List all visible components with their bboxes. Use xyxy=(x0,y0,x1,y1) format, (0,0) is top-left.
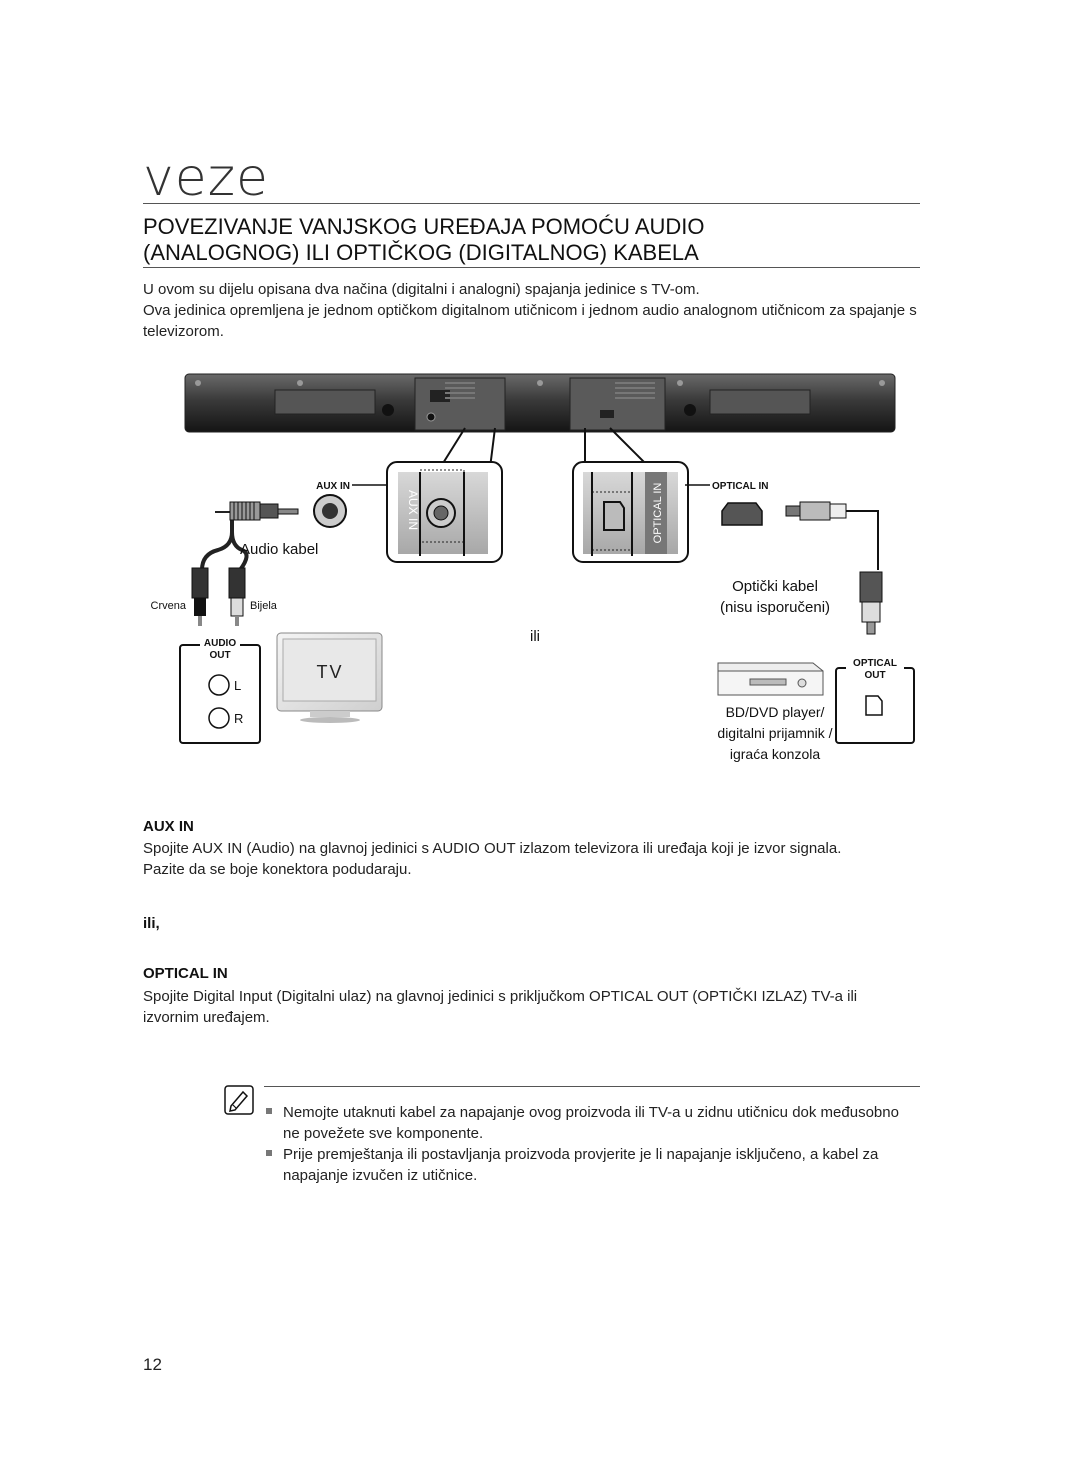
right-channel-label: R xyxy=(234,711,243,726)
optical-out-label-2: OUT xyxy=(864,670,885,681)
title-divider xyxy=(143,203,920,204)
device-label-3: igraća konzola xyxy=(730,746,820,762)
optical-cable-label-2: (nisu isporučeni) xyxy=(720,599,830,616)
note-text: Nemojte utaknuti kabel za napajanje ovog… xyxy=(283,1104,899,1142)
tv-illustration xyxy=(276,632,383,723)
white-label: Bijela xyxy=(250,600,278,612)
tv-label: TV xyxy=(316,662,343,682)
page-number: 12 xyxy=(143,1355,162,1374)
intro-line-2: Ova jedinica opremljena je jednom optičk… xyxy=(143,302,917,340)
audio-out-panel xyxy=(179,638,261,744)
optical-in-line-1: Spojite Digital Input (Digitalni ulaz) n… xyxy=(143,988,858,1026)
aux-in-vertical-label: AUX IN xyxy=(406,490,420,530)
optical-out-label-1: OPTICAL xyxy=(853,658,897,669)
note-pencil-icon xyxy=(224,1085,254,1115)
note-item: Prije premještanja ili postavljanja proi… xyxy=(266,1144,916,1186)
optical-in-vertical-label: OPTICAL IN xyxy=(652,483,664,544)
aux-in-text: Spojite AUX IN (Audio) na glavnoj jedini… xyxy=(143,838,903,880)
heading-line-1: POVEZIVANJE VANJSKOG UREĐAJA POMOĆU AUDI… xyxy=(143,214,705,239)
page-heading: POVEZIVANJE VANJSKOG UREĐAJA POMOĆU AUDI… xyxy=(143,214,923,266)
heading-line-2: (ANALOGNOG) ILI OPTIČKOG (DIGITALNOG) KA… xyxy=(143,240,699,265)
device-label-1: BD/DVD player/ xyxy=(726,704,825,720)
heading-divider xyxy=(143,267,920,268)
notes-list: Nemojte utaknuti kabel za napajanje ovog… xyxy=(266,1102,916,1186)
optical-cable-illustration xyxy=(721,501,883,635)
red-label: Crvena xyxy=(151,600,187,612)
bullet-icon xyxy=(266,1108,272,1114)
bullet-icon xyxy=(266,1150,272,1156)
connection-diagram: AUX IN AUX IN OPTICAL IN OPTICAL IN xyxy=(130,360,930,800)
optical-in-heading: OPTICAL IN xyxy=(143,965,228,982)
section-title: veze xyxy=(143,148,270,208)
device-label-2: digitalni prijamnik / xyxy=(717,725,832,741)
or-label: ili xyxy=(530,628,540,645)
optical-in-text: Spojite Digital Input (Digitalni ulaz) n… xyxy=(143,986,903,1028)
aux-in-line-2: Pazite da se boje konektora podudaraju. xyxy=(143,861,412,878)
left-channel-label: L xyxy=(234,678,241,693)
soundbar-illustration xyxy=(184,373,896,433)
audio-cable-illustration xyxy=(191,494,347,626)
aux-in-zoom: AUX IN xyxy=(386,461,503,563)
optical-in-zoom: OPTICAL IN xyxy=(572,461,689,563)
audio-out-label-2: OUT xyxy=(209,650,230,661)
optical-cable-label-1: Optički kabel xyxy=(732,578,818,595)
aux-in-label: AUX IN xyxy=(316,481,350,492)
optical-out-panel xyxy=(835,658,915,744)
note-divider xyxy=(264,1086,920,1087)
note-text: Prije premještanja ili postavljanja proi… xyxy=(283,1146,879,1184)
intro-text: U ovom su dijelu opisana dva načina (dig… xyxy=(143,279,923,342)
intro-line-1: U ovom su dijelu opisana dva načina (dig… xyxy=(143,281,700,298)
audio-out-label-1: AUDIO xyxy=(204,638,236,649)
aux-in-heading: AUX IN xyxy=(143,818,194,835)
note-item: Nemojte utaknuti kabel za napajanje ovog… xyxy=(266,1102,916,1144)
or-text: ili, xyxy=(143,915,160,932)
audio-cable-label: Audio kabel xyxy=(240,541,318,558)
bd-player-illustration xyxy=(717,662,824,696)
optical-in-label: OPTICAL IN xyxy=(712,481,768,492)
aux-in-line-1: Spojite AUX IN (Audio) na glavnoj jedini… xyxy=(143,840,842,857)
diagram-svg: AUX IN AUX IN OPTICAL IN OPTICAL IN xyxy=(151,373,915,762)
